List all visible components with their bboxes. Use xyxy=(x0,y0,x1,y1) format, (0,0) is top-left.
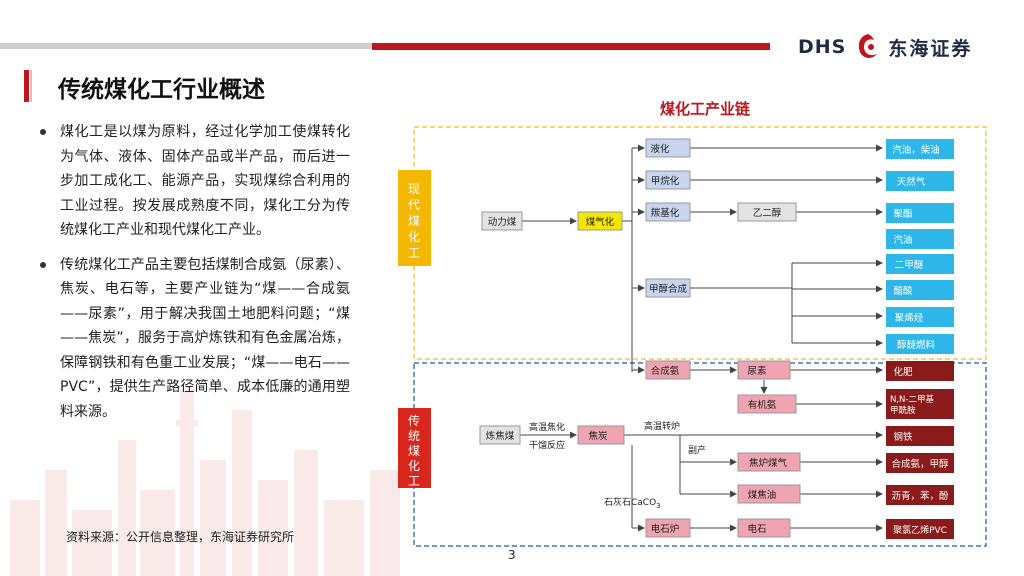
node-qi-you-chai-you: 汽油，柴油 xyxy=(892,144,940,156)
node-mei-qi-hua: 煤气化 xyxy=(586,216,615,228)
traditional-label-char: 工 xyxy=(408,474,420,488)
node-chun-mi-ran-liao: 醇醚燃料 xyxy=(897,339,936,351)
label-shi-hui-shi: 石灰石CaCO3 xyxy=(604,496,661,510)
node-box xyxy=(645,138,691,158)
skyline-decoration xyxy=(10,390,400,576)
node-box xyxy=(645,518,691,538)
node-box xyxy=(886,254,954,274)
node-nn-er-jia: N,N-二甲基甲酰胺 xyxy=(890,394,934,416)
label-shi-hui-shi-main: 石灰石CaCO xyxy=(604,496,656,508)
node-he-cheng-an-jia-chun: 合成氨，甲醇 xyxy=(891,458,949,470)
modern-label-char: 煤 xyxy=(408,214,420,228)
traditional-label-char: 传 xyxy=(408,413,420,428)
node-box xyxy=(737,484,801,504)
node-dian-shi-lu: 电石炉 xyxy=(651,523,680,535)
header-red-bar xyxy=(372,43,770,50)
node-jiao-lu-mei-qi: 焦炉煤气 xyxy=(749,457,788,469)
modern-label-char: 现 xyxy=(408,182,420,196)
bullet-list: 煤化工是以煤为原料，经过化学加工使煤转化为气体、液体、固体产品或半产品，而后进一… xyxy=(40,120,350,434)
node-box xyxy=(645,278,691,298)
node-niao-su: 尿素 xyxy=(747,365,767,377)
node-tian-ran-qi: 天然气 xyxy=(897,176,926,188)
node-yi-er-chun: 乙二醇 xyxy=(753,207,782,219)
title-accent xyxy=(24,70,29,102)
node-lian-jiao-mei: 炼焦煤 xyxy=(486,430,515,442)
node-ye-hua: 液化 xyxy=(650,143,670,155)
node-ju-lv-yi-xi: 聚氯乙烯PVC xyxy=(893,524,947,536)
modern-label-char: 化 xyxy=(408,230,420,244)
node-box xyxy=(886,426,954,446)
label-gao-wen-zhuan-lu: 高温转炉 xyxy=(644,420,680,432)
header-gray-bar xyxy=(0,43,380,49)
source-note: 资料来源：公开信息整理，东海证券研究所 xyxy=(66,530,295,544)
node-box xyxy=(886,139,954,159)
node-li-qing-ben-fen: 沥青，苯，酚 xyxy=(891,490,949,502)
node-box xyxy=(886,453,954,473)
traditional-section-label xyxy=(398,408,431,488)
node-box xyxy=(886,171,954,191)
bullet-item: 传统煤化工产品主要包括煤制合成氨（尿素）、焦炭、电石等，主要产业链为“煤——合成… xyxy=(40,253,350,425)
node-mei-jiao-you: 煤焦油 xyxy=(748,489,777,501)
node-box xyxy=(737,202,797,222)
node-cu-suan: 醋酸 xyxy=(893,285,913,297)
node-dian-shi: 电石 xyxy=(747,523,766,535)
node-gang-tie: 钢铁 xyxy=(893,431,913,443)
brand-logo: DHS 东海证券 xyxy=(798,30,972,64)
node-box xyxy=(737,452,801,472)
node-you-ji-an: 有机氨 xyxy=(748,399,777,411)
node-tang-ji-hua: 羰基化 xyxy=(651,207,680,219)
diagram-title: 煤化工产业链 xyxy=(660,100,751,118)
node-box xyxy=(886,389,954,419)
node-jia-chun-he-cheng: 甲醇合成 xyxy=(649,283,688,295)
label-gao-wen-jiao-hua: 高温焦化 xyxy=(529,421,565,433)
node-box xyxy=(886,334,954,354)
traditional-label-char: 化 xyxy=(408,459,420,473)
traditional-label-char: 煤 xyxy=(408,444,420,458)
node-box xyxy=(645,202,691,222)
label-gan-liu-fan-ying: 干馏反应 xyxy=(529,439,565,451)
logo-latin: DHS xyxy=(798,36,847,58)
node-box xyxy=(479,425,521,445)
node-box xyxy=(886,307,954,327)
node-box xyxy=(645,360,691,380)
node-box xyxy=(886,519,954,539)
page-title: 传统煤化工行业概述 xyxy=(58,77,265,103)
node-qi-you: 汽油 xyxy=(893,234,912,246)
node-box xyxy=(886,485,954,505)
node-box xyxy=(645,170,691,190)
label-shi-hui-shi-sub: 3 xyxy=(656,502,660,510)
node-box xyxy=(737,518,791,538)
node-jiao-tan: 焦炭 xyxy=(588,430,608,442)
node-box xyxy=(577,425,625,445)
page-number: 3 xyxy=(508,548,516,562)
node-dongli-mei: 动力煤 xyxy=(488,216,517,228)
node-box xyxy=(886,280,954,300)
node-box xyxy=(886,229,954,249)
node-box xyxy=(577,211,623,231)
node-box xyxy=(737,394,797,414)
modern-label-char: 工 xyxy=(408,246,420,260)
label-fu-chan: 副产 xyxy=(688,444,706,456)
title-accent-light xyxy=(30,70,32,102)
node-jia-wan-hua: 甲烷化 xyxy=(651,175,680,187)
logo-chinese: 东海证券 xyxy=(888,37,973,60)
node-box xyxy=(481,211,523,231)
node-ju-zhi: 聚酯 xyxy=(893,209,913,220)
node-he-cheng-an: 合成氨 xyxy=(651,365,680,377)
node-er-jia-mi: 二甲醚 xyxy=(895,259,924,271)
node-hua-fei: 化肥 xyxy=(893,366,913,378)
node-box xyxy=(737,360,791,380)
modern-label-char: 代 xyxy=(408,198,420,212)
node-ju-xi-ting: 聚烯烃 xyxy=(895,312,924,324)
traditional-label-char: 统 xyxy=(408,429,420,443)
modern-section-label xyxy=(398,170,431,266)
node-box xyxy=(886,361,954,381)
node-box xyxy=(886,203,954,223)
dragon-logo-icon xyxy=(859,34,878,58)
bullet-item: 煤化工是以煤为原料，经过化学加工使煤转化为气体、液体、固体产品或半产品，而后进一… xyxy=(40,120,350,243)
